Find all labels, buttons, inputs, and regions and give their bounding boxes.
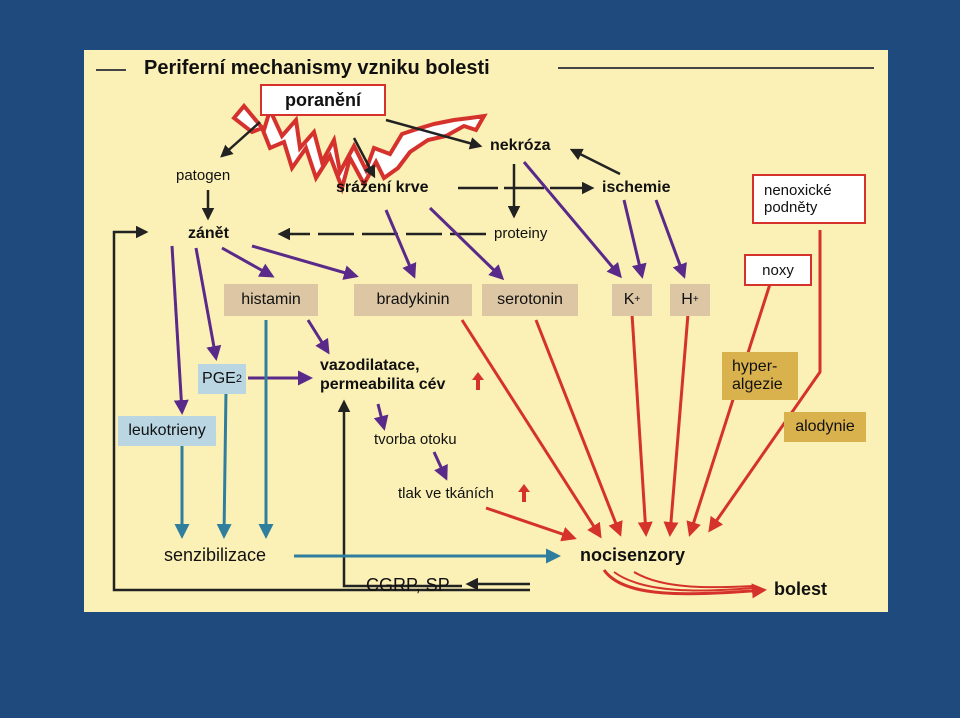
node-zanet: zánět (188, 225, 229, 242)
arrow-zanet-to-histamin (221, 246, 275, 278)
node-srazeni-krve: srážení krve (336, 179, 429, 196)
arrow-pge2-to-senzibilizace (216, 389, 232, 539)
arrow-nekroza-to-kplus (522, 161, 622, 279)
nenoxicke-line-2: podněty (764, 199, 818, 216)
arrow-vazodilatace-to-tvorba (373, 403, 389, 431)
arrow-wound-to-nekroza (385, 118, 483, 150)
arrow-serotonin-to-nocisenzory (534, 319, 623, 537)
k-plus-sup: + (634, 294, 641, 305)
node-noxy: noxy (744, 254, 812, 286)
node-proteiny: proteiny (494, 225, 548, 242)
arrow-histamin-to-vazodilatace (306, 319, 330, 355)
arrow-ischemie-to-hplus (654, 199, 687, 279)
node-nocisenzory: nocisenzory (580, 545, 686, 565)
arrow-srazeni-to-serotonin (428, 206, 505, 281)
arrow-cgrp-to-vazodilatace (337, 399, 462, 588)
arrow-wound-to-srazeni (352, 137, 376, 179)
arrow-tvorba-to-tlak (432, 451, 448, 481)
arrow-wound-to-patogen (220, 121, 261, 158)
node-serotonin: serotonin (482, 284, 578, 316)
nenoxicke-line-1: nenoxické (764, 182, 832, 199)
increase-arrow-icon (518, 484, 530, 502)
nerve-fiber-2 (633, 571, 755, 589)
k-plus-label: K (623, 291, 635, 308)
nerve-fiber-1 (613, 571, 753, 592)
diagram-panel: Periferní mechanismy vzniku bolesti pora… (84, 50, 888, 612)
pge2-label: PGE (202, 370, 236, 387)
page-title: Periferní mechanismy vzniku bolesti (144, 57, 490, 79)
node-bradykinin: bradykinin (354, 284, 472, 316)
arrow-tlak-to-nocisenzory (485, 506, 577, 542)
node-vazodilatace: vazodilatace, permeabilita cév (320, 356, 445, 394)
node-cgrp-sp: CGRP, SP (366, 575, 450, 595)
arrow-loop-to-zanet (112, 225, 530, 592)
node-alodynie: alodynie (784, 412, 866, 442)
node-nekroza: nekróza (490, 137, 551, 154)
node-hyperalgezie: hyper- algezie (722, 352, 798, 400)
arrow-kplus-to-nocisenzory (630, 313, 653, 537)
pge2-sub: 2 (235, 372, 242, 385)
arrow-bradykinin-to-nocisenzory (460, 319, 602, 539)
node-leukotrieny: leukotrieny (118, 416, 216, 446)
hyperalgezie-line-1: hyper- (732, 358, 778, 375)
wound-shape (231, 102, 488, 195)
arrow-nenoxicke-to-nocisenzory (708, 230, 822, 533)
node-bolest: bolest (774, 579, 828, 599)
h-plus-label: H (681, 291, 693, 308)
increase-arrow-icon (472, 372, 484, 390)
node-ischemie: ischemie (602, 179, 671, 196)
node-tlak-ve-tkanich: tlak ve tkáních (398, 485, 494, 502)
node-k-plus: K+ (612, 284, 652, 316)
arrow-ischemie-to-nekroza (569, 148, 621, 176)
arrow-hplus-to-nocisenzory (663, 313, 690, 537)
arrow-zanet-to-leukotrieny (170, 245, 189, 415)
arrow-nocisenzory-to-bolest (602, 569, 767, 599)
vazodilatace-line-1: vazodilatace, (320, 357, 420, 374)
node-patogen: patogen (176, 167, 231, 184)
arrow-layer (96, 67, 874, 599)
node-poraneni: poranění (260, 84, 386, 116)
arrow-noxy-to-nocisenzory (686, 283, 772, 537)
arrow-zanet-to-bradykinin (251, 244, 359, 280)
node-histamin: histamin (224, 284, 318, 316)
arrow-srazeni-to-bradykinin (384, 209, 417, 279)
node-tvorba-otoku: tvorba otoku (374, 431, 457, 448)
node-nenoxicke-podnety: nenoxické podněty (752, 174, 866, 224)
hyperalgezie-line-2: algezie (732, 376, 783, 393)
arrow-ischemie-to-kplus (622, 199, 647, 279)
vazodilatace-line-2: permeabilita cév (320, 376, 446, 393)
arrow-zanet-to-pge2 (194, 247, 222, 361)
node-senzibilizace: senzibilizace (164, 545, 267, 565)
h-plus-sup: + (692, 294, 699, 305)
node-h-plus: H+ (670, 284, 710, 316)
